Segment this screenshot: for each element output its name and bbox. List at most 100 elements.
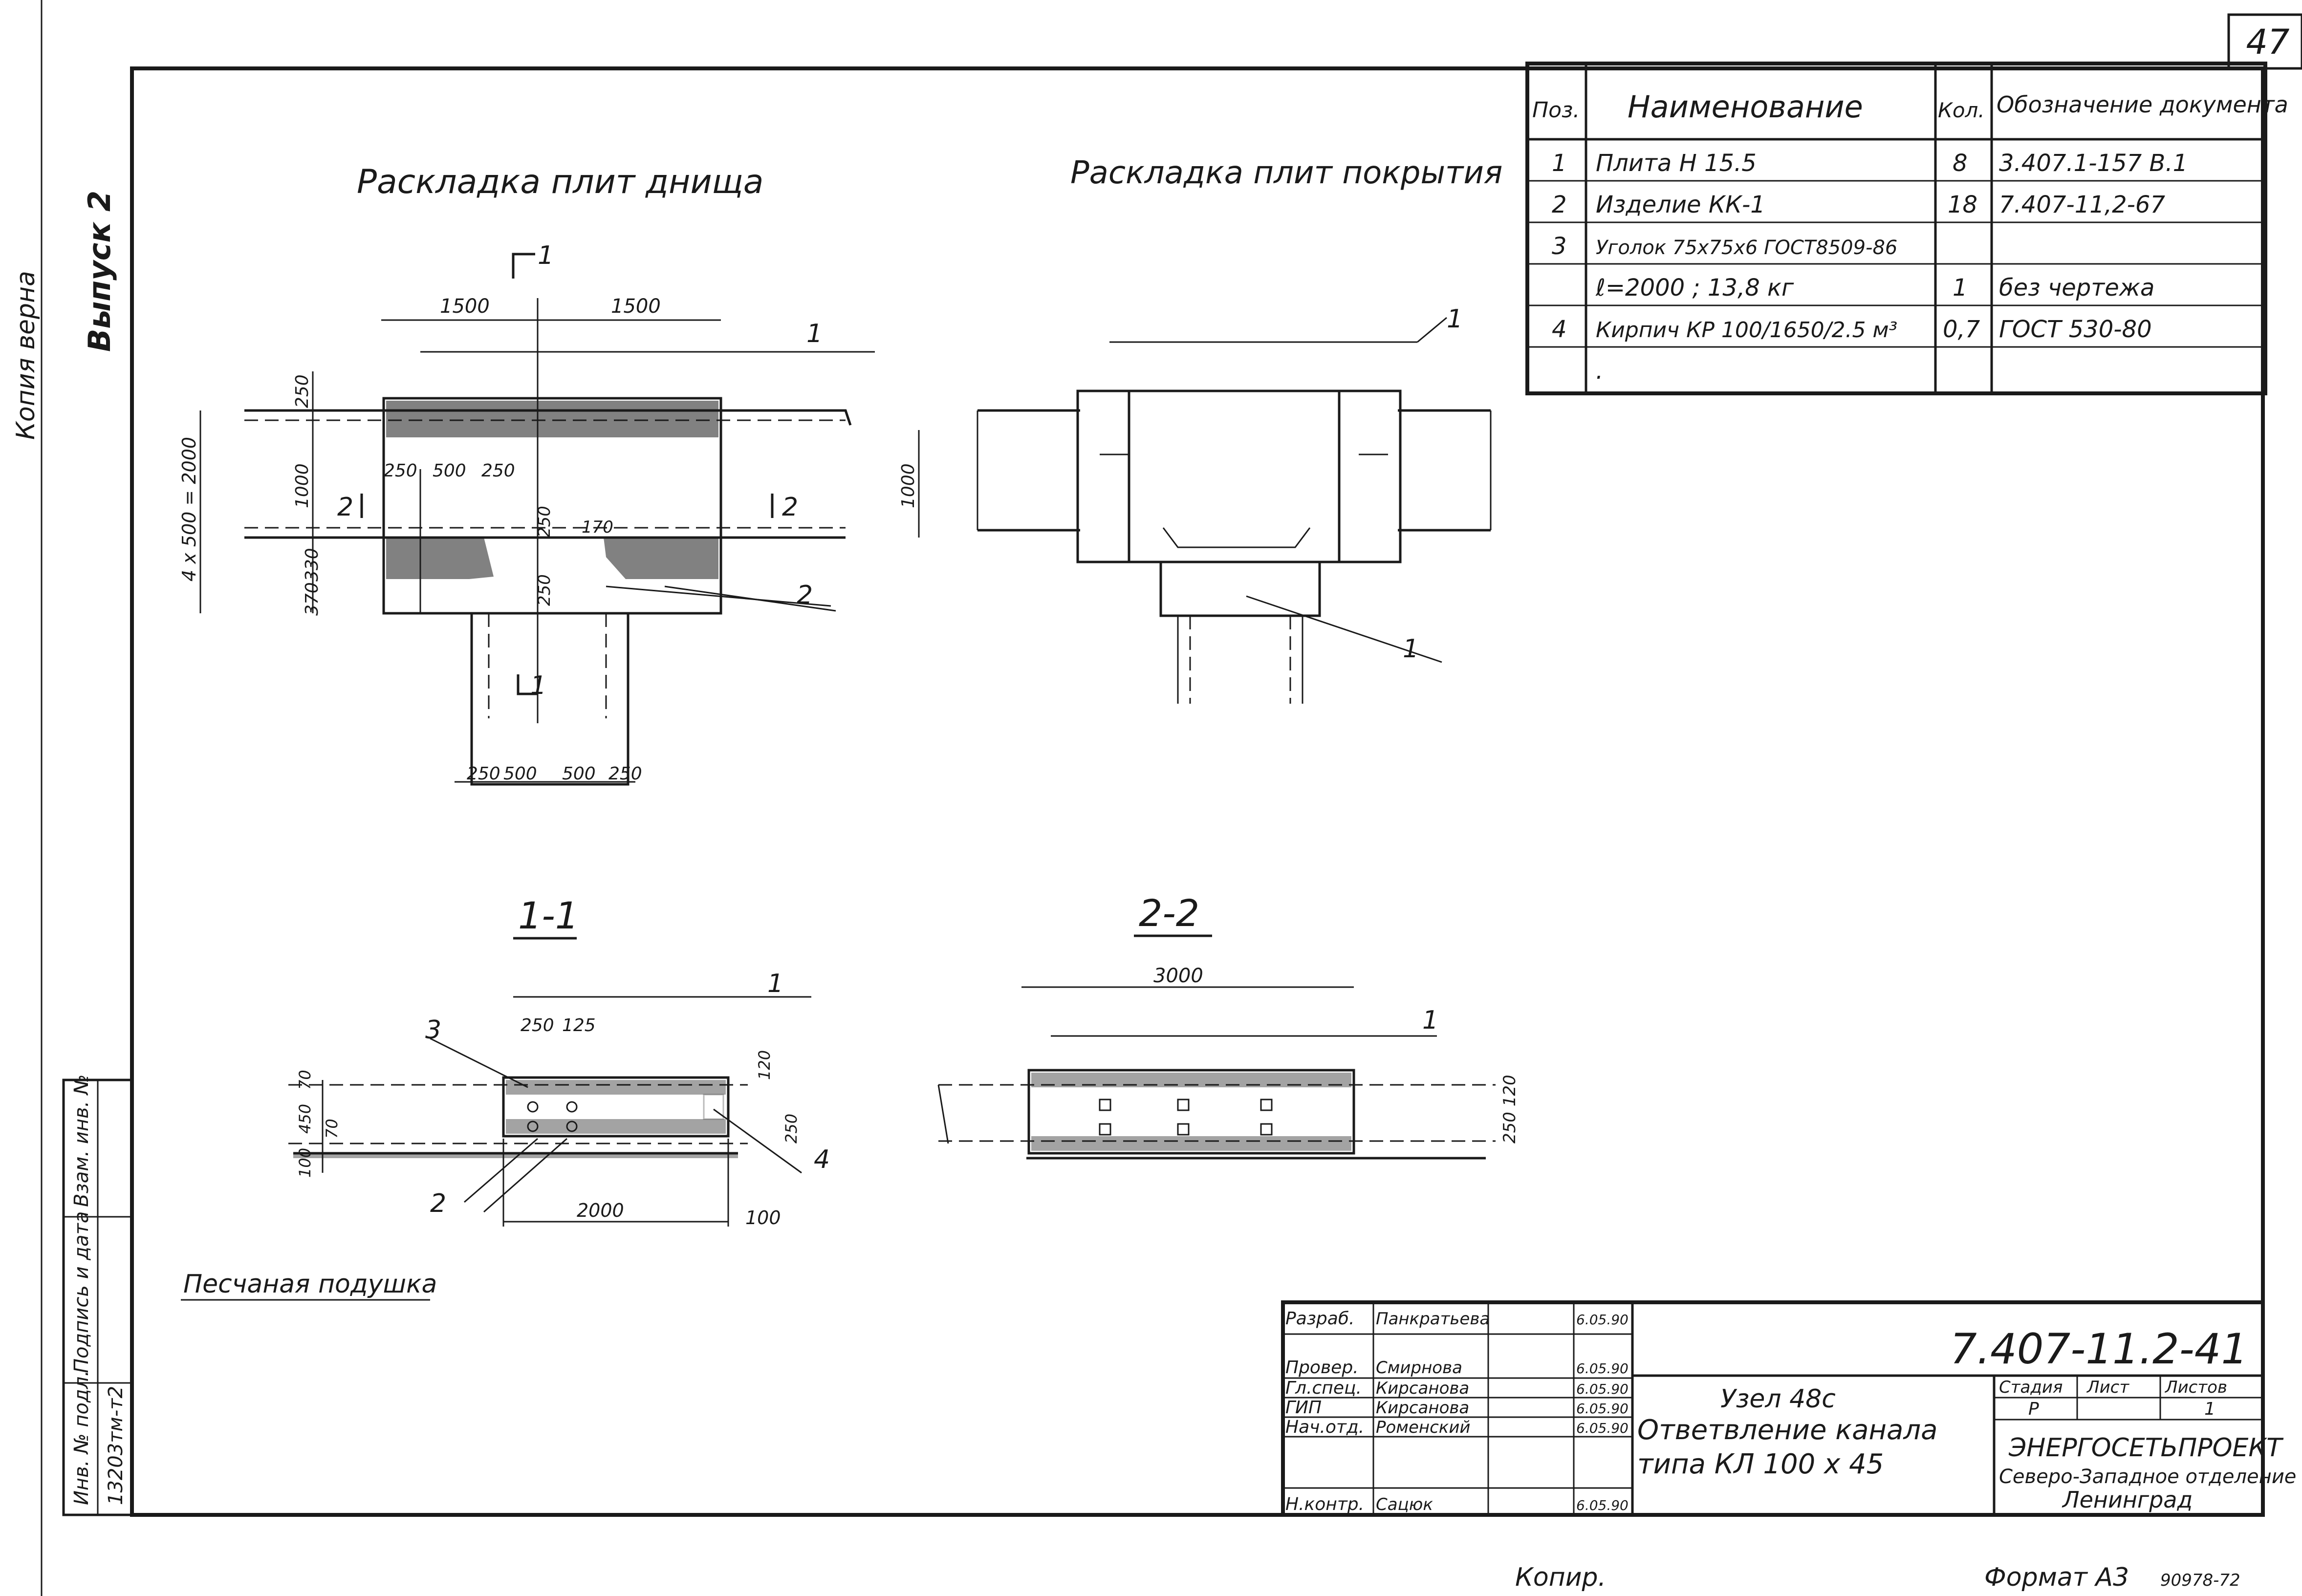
sheets-label: Листов (2164, 1378, 2227, 1397)
mark-sec2r: 2 (782, 493, 798, 522)
dim-s450: 450 (296, 1104, 314, 1134)
footer-copied: Копир. (1515, 1563, 1606, 1592)
copy-note: Копия верна (11, 271, 41, 440)
side-inv-orig: Инв. № подл. (70, 1370, 93, 1505)
bottom-slabs-plan (199, 253, 920, 786)
spec-row-name: ℓ=2000 ; 13,8 кг (1595, 274, 1794, 302)
role-date: 6.05.90 (1576, 1381, 1629, 1397)
mark-p4: 4 (814, 1145, 830, 1174)
role-name: Сацюк (1376, 1495, 1433, 1514)
spec-header-pos: Поз. (1532, 98, 1580, 123)
mark-sec1b: 1 (530, 671, 546, 700)
dim-b500b: 500 (562, 764, 596, 784)
org-branch: Северо-Западное отделение (1999, 1466, 2296, 1488)
mark-p1a: 1 (806, 319, 823, 348)
mark-p2b: 2 (430, 1189, 446, 1218)
section-2-2 (937, 986, 1496, 1160)
spec-row-qty: 0,7 (1943, 316, 1980, 343)
spec-row-name: . (1596, 357, 1603, 385)
org-name: ЭНЕРГОСЕТЬПРОЕКТ (2008, 1433, 2284, 1463)
section-1-1 (288, 996, 811, 1227)
mark-p1d: 1 (767, 969, 783, 998)
spec-row-qty: 1 (1953, 274, 1968, 302)
dim-1500b: 1500 (611, 295, 661, 318)
dim-b250b: 250 (608, 764, 642, 784)
dim-s2000: 2000 (577, 1200, 624, 1221)
dim-b250a: 250 (467, 764, 500, 784)
role-label: ГИП (1285, 1398, 1322, 1418)
dim-250b: 250 (481, 461, 515, 481)
spec-row-name: Кирпич КР 100/1650/2.5 м³ (1596, 318, 1897, 343)
role-name: Смирнова (1376, 1358, 1462, 1378)
role-name: Панкратьева (1376, 1309, 1490, 1329)
mark-p1e: 1 (1422, 1006, 1438, 1035)
title-line3: типа КЛ 100 x 45 (1637, 1448, 1884, 1480)
dim-s70b: 70 (323, 1119, 341, 1139)
role-label: Н.контр. (1285, 1494, 1364, 1514)
mark-sec1: 1 (538, 241, 554, 270)
spec-row-pos: 3 (1552, 233, 1567, 260)
title-line1: Узел 48с (1720, 1384, 1836, 1414)
issue-label: Выпуск 2 (82, 191, 117, 352)
side-sign-date: Подпись и дата (70, 1211, 93, 1373)
section-1-title: 1-1 (518, 894, 579, 937)
spec-row-doc: без чертежа (1999, 274, 2154, 302)
role-date: 6.05.90 (1576, 1420, 1629, 1436)
dim-s3000: 3000 (1153, 965, 1203, 987)
footer-code: 90978-72 (2160, 1571, 2240, 1590)
dim-370: 370 (302, 582, 322, 616)
side-inv-repl: Взам. инв. № (70, 1074, 93, 1207)
spec-row-doc: ГОСТ 530-80 (1999, 316, 2152, 343)
spec-row-doc: 7.407-11,2-67 (1999, 191, 2165, 218)
dim-s100: 100 (296, 1148, 314, 1178)
mark-p1c: 1 (1403, 634, 1419, 664)
bottom-slabs-title: Раскладка плит днища (357, 163, 763, 201)
dim-250v2: 250 (535, 574, 554, 606)
dim-1500a: 1500 (440, 295, 490, 318)
dim-s250-120: 250 120 (1500, 1075, 1520, 1143)
dim-330: 330 (302, 548, 322, 582)
side-stamp (62, 1078, 133, 1516)
spec-row-qty: 8 (1953, 150, 1968, 177)
cover-slabs-plan (977, 317, 1492, 704)
spec-row-pos: 4 (1552, 316, 1567, 343)
mark-p2a: 2 (797, 581, 813, 610)
dim-250v1: 250 (535, 506, 554, 538)
dim-1000right: 1000 (898, 463, 918, 508)
spec-table (1525, 62, 2267, 395)
spec-row-name: Уголок 75x75x6 ГОСТ8509-86 (1596, 237, 1897, 259)
role-name: Кирсанова (1376, 1379, 1469, 1398)
spec-row-doc: 3.407.1-157 В.1 (1999, 150, 2188, 177)
role-label: Разраб. (1285, 1309, 1354, 1329)
footer-format: Формат А3 (1984, 1563, 2129, 1592)
dim-170: 170 (582, 518, 613, 537)
dim-s250r: 250 (782, 1114, 801, 1143)
role-label: Провер. (1285, 1358, 1359, 1378)
mark-sec2l: 2 (337, 493, 353, 522)
drawing-frame (130, 66, 2265, 1517)
page-number: 47 (2246, 22, 2289, 62)
dim-500: 500 (433, 461, 466, 481)
hatch-top (386, 401, 718, 437)
sheet-label: Лист (2086, 1378, 2129, 1397)
role-name: Роменский (1376, 1418, 1471, 1437)
role-name: Кирсанова (1376, 1398, 1469, 1418)
mark-p3: 3 (425, 1015, 441, 1045)
dim-s100r: 100 (745, 1207, 781, 1229)
sand-cushion-label: Песчаная подушка (183, 1270, 437, 1299)
section-2-title: 2-2 (1139, 891, 1199, 935)
dim-250top: 250 (292, 374, 312, 408)
spec-header-doc: Обозначение документа (1997, 91, 2288, 118)
dim-s120: 120 (755, 1050, 774, 1080)
hatch-left (386, 538, 494, 579)
spec-row-pos: 1 (1552, 150, 1567, 177)
title-block (1281, 1300, 2265, 1517)
role-date: 6.05.90 (1576, 1360, 1629, 1377)
hatch-right (604, 538, 718, 579)
sheets-value: 1 (2204, 1399, 2215, 1419)
dim-1000left: 1000 (292, 463, 312, 508)
spec-row-name: Плита Н 15.5 (1596, 150, 1757, 177)
stage-label: Стадия (1999, 1378, 2063, 1397)
dim-b500a: 500 (503, 764, 537, 784)
